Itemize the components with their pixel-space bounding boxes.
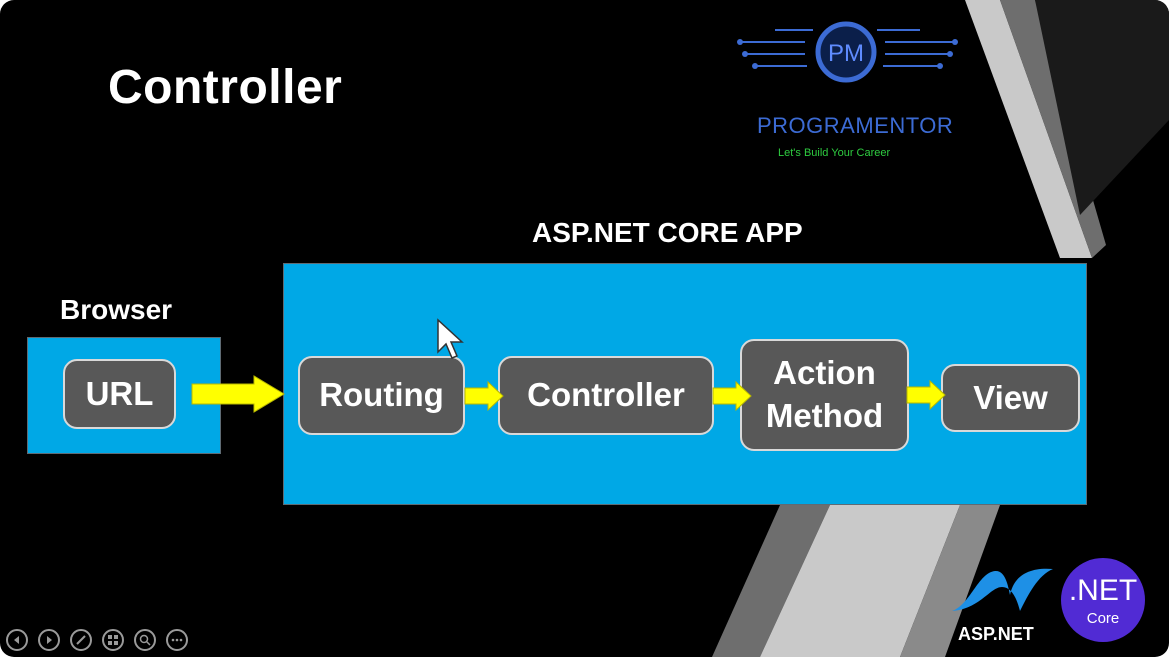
zoom-button[interactable]	[134, 629, 156, 651]
slides-button[interactable]	[102, 629, 124, 651]
net-badge-sub: Core	[1086, 610, 1120, 627]
prev-slide-button[interactable]	[6, 629, 28, 651]
net-badge-main: .NET	[1068, 574, 1138, 607]
aspnet-label: ASP.NET	[958, 624, 1034, 644]
arrow-routing-to-controller	[464, 381, 504, 411]
routing-node: Routing	[298, 356, 465, 435]
arrow-action-to-view	[906, 380, 946, 410]
mouse-cursor-icon	[437, 318, 464, 359]
zoom-icon	[139, 634, 151, 646]
aspnet-logo-icon	[952, 568, 1053, 611]
pen-button[interactable]	[70, 629, 92, 651]
url-node: URL	[63, 359, 176, 429]
prev-icon	[14, 636, 19, 644]
pen-icon	[76, 635, 86, 645]
logo-tagline: Let's Build Your Career	[778, 147, 891, 159]
more-icon	[171, 638, 183, 642]
logo-name: PROGRAMENTOR	[757, 113, 954, 138]
app-title: ASP.NET CORE APP	[532, 217, 803, 248]
more-button[interactable]	[166, 629, 188, 651]
slide-title: Controller	[108, 61, 343, 114]
controller-node: Controller	[498, 356, 714, 435]
slides-icon	[108, 635, 118, 645]
programentor-logo: PM	[737, 21, 958, 83]
logo-monogram: PM	[828, 40, 864, 67]
action-method-node: Action Method	[740, 339, 909, 451]
view-node: View	[941, 364, 1080, 432]
arrow-controller-to-action	[712, 381, 752, 411]
next-slide-button[interactable]	[38, 629, 60, 651]
net-core-badge: .NET Core	[1061, 558, 1145, 642]
browser-label: Browser	[60, 294, 173, 325]
next-icon	[47, 636, 52, 644]
arrow-url-to-routing	[191, 375, 285, 413]
